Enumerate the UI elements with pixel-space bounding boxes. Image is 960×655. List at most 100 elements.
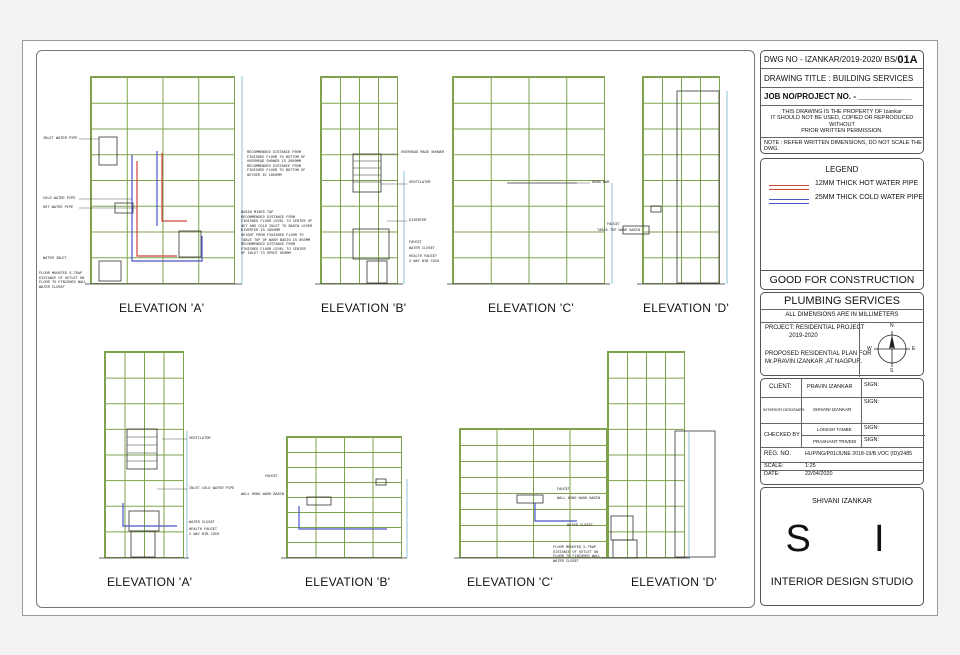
compass-w: W — [867, 346, 872, 352]
legend-box: LEGEND 12MM THICK HOT WATER PIPE 25MM TH… — [760, 158, 924, 290]
studio-name: INTERIOR DESIGN STUDIO — [770, 576, 914, 588]
wall-elevation-b-top — [320, 76, 398, 284]
studio-box: SHIVANI IZANKAR S I INTERIOR DESIGN STUD… — [760, 487, 924, 606]
elevation-c-bottom-label: ELEVATION 'C' — [467, 575, 554, 589]
elevation-d-top-label: ELEVATION 'D' — [643, 301, 730, 315]
note-grab-bar: GRAB BAR — [592, 181, 610, 185]
note-overhead-shower: OVERHEAD MAZE SHOWER — [401, 151, 445, 155]
reg-value: HUP/NG/P01/JUNE 2018-19/B.VOC (ID)/2485 — [805, 451, 912, 457]
dwg-no-row: DWG NO - IZANKAR/2019-2020/ BS/ 01A — [761, 51, 923, 69]
checker-split — [801, 435, 925, 436]
studio-owner: SHIVANI IZANKAR — [812, 498, 872, 505]
proposed-line1: PROPOSED RESIDENTIAL PLAN FOR — [765, 351, 872, 357]
note-water-closet: WATER CLOSET — [409, 247, 435, 251]
note-wall-hung-bb: WALL HUNG WASH BASIN — [241, 493, 285, 497]
note-inlet-cold: INLET COLD WATER PIPE — [189, 487, 235, 491]
sign-checker-2: SIGN: — [864, 437, 879, 443]
row-scale — [761, 462, 923, 471]
good-for-construction: GOOD FOR CONSTRUCTION — [761, 270, 923, 289]
dwg-no-prefix: DWG NO - IZANKAR/2019-2020/ BS/ — [764, 55, 898, 64]
elevation-d-bottom-label: ELEVATION 'D' — [631, 575, 718, 589]
note-floor-bc: FLOOR MOUNTED S-TRAP DISTANCE OF OUTLET … — [553, 546, 601, 564]
compass-n: N — [890, 323, 894, 329]
note-row: NOTE : REFER WRITTEN DIMENSIONS, DO NOT … — [764, 140, 922, 152]
note-faucet-bb: FAUCET — [265, 475, 278, 479]
client-box: CLIENT: PRAVIN IZANKAR SIGN: INTERIOR DE… — [760, 378, 925, 485]
legend-hot-label: 12MM THICK HOT WATER PIPE — [815, 180, 919, 187]
client-value: PRAVIN IZANKAR — [807, 384, 853, 390]
legend-hot-swatch — [769, 185, 809, 190]
plumbing-services-title: PLUMBING SERVICES — [761, 293, 923, 310]
compass-divider — [859, 322, 860, 377]
checker-2: PRASHANT TRIVEDI — [813, 439, 857, 444]
note-hot-water-pipe: HOT WATER PIPE — [43, 206, 74, 210]
note-wc-bc: WATER CLOSET — [567, 524, 593, 528]
checker-1: LOKESH TAMBE — [817, 427, 852, 432]
property-notice: THIS DRAWING IS THE PROPERTY OF Izankar … — [761, 106, 923, 138]
property-line3: PRIOR WRITTEN PERMISSION. — [801, 128, 883, 134]
plumbing-overlay — [79, 76, 728, 559]
note-faucet-d: FAUCET — [607, 223, 620, 227]
wall-elevation-c-top — [452, 76, 605, 284]
dimensions-note: ALL DIMENSIONS ARE IN MILLIMETERS — [761, 309, 923, 323]
col-divider-1 — [801, 379, 802, 447]
wall-elevation-d-top — [642, 76, 720, 284]
wall-elevation-c-bottom — [459, 428, 607, 558]
elevation-a-bottom-label: ELEVATION 'A' — [107, 575, 193, 589]
job-no-row: JOB NO/PROJECT NO. - ____________ — [761, 88, 923, 106]
property-line1: THIS DRAWING IS THE PROPERTY OF Izankar — [782, 108, 902, 115]
note-recommended-a: RECOMMENDED DISTANCE FROM FINISHED FLOOR… — [247, 151, 306, 178]
dwg-header-box: DWG NO - IZANKAR/2019-2020/ BS/ 01A DRAW… — [760, 50, 924, 154]
proposed-line2: Mr.PRAVIN IZANKAR ,AT NAGPUR. — [765, 359, 863, 365]
note-water-inlet: WATER INLET — [43, 257, 67, 261]
client-label: CLIENT: — [769, 384, 792, 390]
property-line2: IT SHOULD NOT BE USED, COPIED OR REPRODU… — [770, 115, 914, 128]
note-faucet-bc: FAUCET — [557, 488, 570, 492]
elevation-b-top-label: ELEVATION 'B' — [321, 301, 407, 315]
compass-e: E — [912, 346, 916, 352]
note-cold-water-pipe: COLD WATER PIPE — [43, 197, 76, 201]
note-floor-mounted: FLOOR MOUNTED S-TRAP DISTANCE OF OUTLET … — [39, 272, 87, 290]
plumbing-services-box: PLUMBING SERVICES ALL DIMENSIONS ARE IN … — [760, 292, 924, 377]
date-label: DATE: — [764, 471, 780, 477]
note-faucet: FAUCET — [409, 241, 422, 245]
note-basin-mixer: BASIN MIXER TAP RECOMMENDED DISTANCE FRO… — [241, 211, 313, 257]
note-wc-b: WATER CLOSET — [189, 521, 215, 525]
scale-label: SCALE: — [764, 463, 784, 469]
wall-elevation-a-bottom — [104, 351, 184, 558]
date-value: 22/04/2020 — [805, 471, 833, 477]
elevation-a-top-label: ELEVATION 'A' — [119, 301, 205, 315]
reg-label: REG. NO. — [764, 451, 792, 457]
drawing-title-row: DRAWING TITLE : BUILDING SERVICES — [761, 69, 923, 88]
row-client — [761, 379, 923, 398]
note-wall-hung-bc: WALL HUNG WASH BASIN — [557, 497, 601, 501]
note-ventilator-b: VENTILATOR — [189, 437, 211, 441]
elevation-b-bottom-label: ELEVATION 'B' — [305, 575, 391, 589]
legend-cold-label: 25MM THICK COLD WATER PIPE — [815, 194, 923, 201]
title-block: DWG NO - IZANKAR/2019-2020/ BS/ 01A DRAW… — [760, 50, 925, 606]
note-diverter: DIVERTER — [409, 219, 427, 223]
drawing-area: ELEVATION 'A' ELEVATION 'B' ELEVATION 'C… — [36, 50, 755, 608]
designer-label: INTERIOR DESIGNER: — [763, 407, 806, 412]
note-health-b: HEALTH FAUCET 2 WAY BIB COCK — [189, 528, 220, 537]
note-inlet-water-pipe: INLET WATER PIPE — [43, 137, 78, 141]
legend-title: LEGEND — [825, 165, 859, 174]
compass-icon — [874, 331, 910, 367]
note-table-top-basin: TABLE TOP WASH BASIN — [597, 229, 641, 233]
row-designer — [761, 397, 923, 424]
wall-elevation-b-bottom — [286, 436, 402, 558]
legend-cold-swatch — [769, 199, 809, 204]
studio-logo: S I — [785, 518, 899, 560]
col-divider-2 — [861, 379, 862, 447]
note-ventilator: VENTILATOR — [409, 181, 431, 185]
note-health-faucet: HEALTH FAUCET 2 WAY BIB COCK — [409, 255, 440, 264]
elevation-c-top-label: ELEVATION 'C' — [488, 301, 575, 315]
project-line2: 2019-2020 — [789, 333, 818, 339]
wall-elevation-d-bottom — [607, 351, 685, 558]
sign-checker-1: SIGN: — [864, 425, 879, 431]
scale-value: 1:25 — [805, 463, 816, 469]
row-checked — [761, 423, 923, 448]
checked-by-label: CHECKED BY : — [764, 432, 803, 438]
sign-client: SIGN: — [864, 382, 879, 388]
designer-value: SHIVANI IZANKAR — [813, 407, 852, 412]
